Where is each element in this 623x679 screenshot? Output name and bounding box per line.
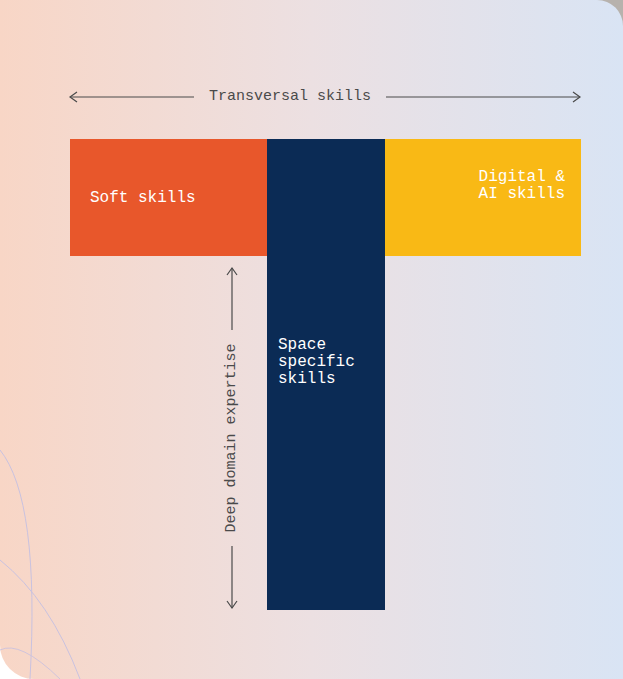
decor-arc — [0, 648, 60, 679]
skill-label: Space specific skills — [278, 337, 378, 388]
arrow-head — [573, 92, 580, 102]
decor-arc — [0, 560, 80, 679]
transversal-label: Transversal skills — [209, 88, 371, 106]
space-skills-bar: Space specific skills — [267, 139, 385, 610]
digital-skills-box: Digital & AI skills — [385, 139, 581, 256]
arrow-line — [231, 268, 232, 330]
arrow-line — [231, 546, 232, 608]
arrow-line — [70, 96, 194, 97]
depth-label: Deep domain expertise — [223, 343, 241, 532]
arrow-head — [227, 268, 237, 275]
skill-label: Soft skills — [90, 190, 250, 207]
arrow-head — [227, 601, 237, 608]
skill-label: Digital & AI skills — [455, 169, 565, 203]
soft-skills-box: Soft skills — [70, 139, 267, 256]
arrow-line — [386, 96, 580, 97]
arrow-head — [70, 92, 77, 102]
